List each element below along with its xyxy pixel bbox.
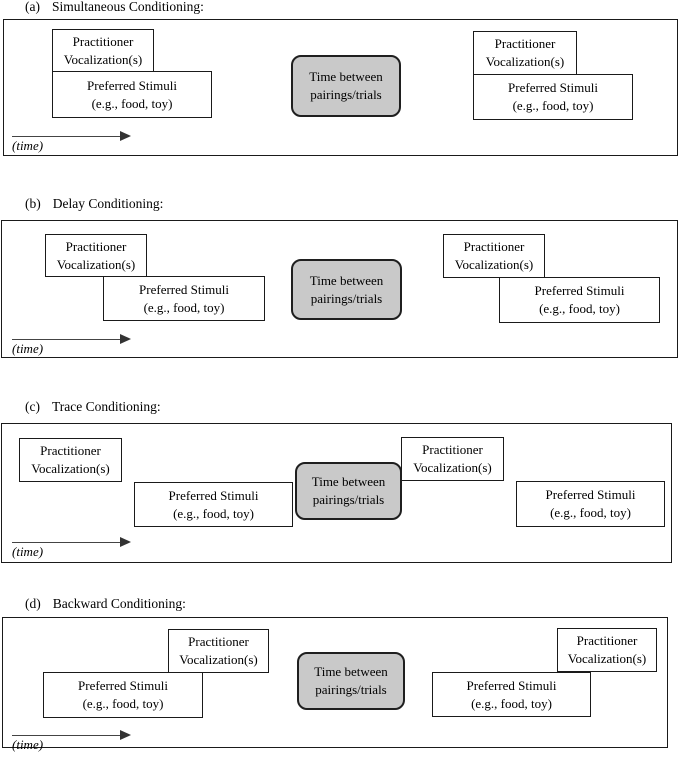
practitioner-vocalizations-box: Practitioner Vocalization(s)	[45, 234, 147, 277]
panel-label-title: Trace Conditioning:	[51, 399, 161, 414]
box-text-line2: (e.g., food, toy)	[512, 98, 594, 113]
time-axis-label: (time)	[12, 138, 44, 153]
time-arrow-shaft	[12, 542, 122, 543]
panel-label-prefix: (a)	[25, 0, 40, 14]
box-text-line2: pairings/trials	[310, 290, 383, 306]
time-axis-label: (time)	[12, 341, 44, 356]
box-text-line1: Preferred Stimuli	[508, 80, 598, 95]
box-text-line1: Preferred Stimuli	[78, 678, 168, 693]
box-text-line1: Practitioner	[422, 442, 483, 457]
box-text-line1: Preferred Stimuli	[534, 283, 625, 298]
practitioner-vocalizations-box: Practitioner Vocalization(s)	[168, 629, 269, 673]
panel-label: (c) Trace Conditioning:	[25, 399, 161, 415]
box-text-line1: Practitioner	[494, 36, 556, 51]
panel-label-prefix: (d)	[25, 596, 41, 611]
box-text-line2: Vocalization(s)	[567, 651, 647, 666]
box-text-line1: Time between	[309, 272, 384, 288]
time-axis: (time)	[12, 536, 157, 564]
box-text-line1: Preferred Stimuli	[466, 677, 557, 693]
time-between-pairings-box: Time between pairings/trials	[295, 462, 402, 520]
time-arrow-shaft	[12, 339, 122, 340]
practitioner-vocalizations-box: Practitioner Vocalization(s)	[473, 31, 577, 75]
box-text-line2: (e.g., food, toy)	[471, 695, 552, 711]
box-text-line2: Vocalization(s)	[485, 54, 565, 69]
practitioner-vocalizations-box: Practitioner Vocalization(s)	[52, 29, 154, 72]
box-text-line1: Time between	[311, 474, 386, 489]
practitioner-vocalizations-box: Practitioner Vocalization(s)	[557, 628, 657, 672]
box-text-line2: Vocalization(s)	[179, 652, 258, 667]
preferred-stimuli-box: Preferred Stimuli (e.g., food, toy)	[52, 71, 212, 118]
box-text-line2: (e.g., food, toy)	[539, 301, 620, 316]
box-text-line1: Preferred Stimuli	[139, 281, 229, 297]
box-text-line2: pairings/trials	[312, 492, 385, 507]
time-axis-label: (time)	[12, 737, 44, 752]
panel-label-title: Backward Conditioning:	[52, 596, 186, 611]
preferred-stimuli-box: Preferred Stimuli (e.g., food, toy)	[103, 276, 265, 321]
panel-label: (a) Simultaneous Conditioning:	[25, 0, 204, 15]
time-axis: (time)	[12, 729, 157, 757]
panel-label: (d) Backward Conditioning:	[25, 596, 186, 612]
practitioner-vocalizations-box: Practitioner Vocalization(s)	[19, 438, 122, 482]
panel-label-title: Delay Conditioning:	[52, 196, 164, 211]
box-text-line2: Vocalization(s)	[56, 256, 136, 272]
box-text-line2: Vocalization(s)	[63, 51, 143, 67]
panel-label-prefix: (c)	[25, 399, 40, 414]
time-between-pairings-box: Time between pairings/trials	[297, 652, 405, 710]
preferred-stimuli-box: Preferred Stimuli (e.g., food, toy)	[43, 672, 203, 718]
time-arrow-head	[120, 730, 131, 740]
time-arrow-head	[120, 131, 131, 141]
box-text-line2: Vocalization(s)	[454, 257, 534, 272]
box-text-line1: Practitioner	[40, 443, 101, 458]
box-text-line1: Time between	[314, 664, 388, 679]
time-arrow-shaft	[12, 136, 122, 137]
panel-label-title: Simultaneous Conditioning:	[51, 0, 204, 14]
box-text-line1: Time between	[309, 69, 383, 84]
box-text-line1: Preferred Stimuli	[87, 77, 177, 93]
panel-label-prefix: (b)	[25, 196, 41, 211]
preferred-stimuli-box: Preferred Stimuli (e.g., food, toy)	[134, 482, 293, 527]
time-between-pairings-box: Time between pairings/trials	[291, 55, 401, 117]
practitioner-vocalizations-box: Practitioner Vocalization(s)	[401, 437, 504, 481]
box-text-line1: Preferred Stimuli	[168, 487, 259, 503]
box-text-line2: pairings/trials	[315, 682, 387, 697]
time-arrow-head	[120, 334, 131, 344]
box-text-line1: Practitioner	[188, 634, 249, 649]
box-text-line1: Practitioner	[65, 238, 127, 254]
box-text-line2: (e.g., food, toy)	[143, 299, 225, 315]
time-between-pairings-box: Time between pairings/trials	[291, 259, 402, 320]
box-text-line1: Practitioner	[72, 33, 134, 49]
preferred-stimuli-box: Preferred Stimuli (e.g., food, toy)	[473, 74, 633, 120]
box-text-line1: Practitioner	[463, 239, 525, 254]
box-text-line2: pairings/trials	[310, 87, 382, 102]
box-text-line2: (e.g., food, toy)	[550, 505, 631, 520]
box-text-line1: Preferred Stimuli	[545, 487, 636, 502]
preferred-stimuli-box: Preferred Stimuli (e.g., food, toy)	[516, 481, 665, 527]
practitioner-vocalizations-box: Practitioner Vocalization(s)	[443, 234, 545, 278]
time-arrow-shaft	[12, 735, 122, 736]
time-axis: (time)	[12, 130, 157, 158]
preferred-stimuli-box: Preferred Stimuli (e.g., food, toy)	[432, 672, 591, 717]
box-text-line2: (e.g., food, toy)	[82, 696, 164, 711]
time-axis-label: (time)	[12, 544, 44, 559]
box-text-line2: Vocalization(s)	[31, 461, 110, 476]
preferred-stimuli-box: Preferred Stimuli (e.g., food, toy)	[499, 277, 660, 323]
time-arrow-head	[120, 537, 131, 547]
box-text-line1: Practitioner	[576, 633, 638, 648]
panel-label: (b) Delay Conditioning:	[25, 196, 163, 212]
box-text-line2: (e.g., food, toy)	[173, 505, 254, 521]
box-text-line2: Vocalization(s)	[413, 460, 492, 475]
time-axis: (time)	[12, 333, 157, 361]
box-text-line2: (e.g., food, toy)	[91, 95, 173, 111]
